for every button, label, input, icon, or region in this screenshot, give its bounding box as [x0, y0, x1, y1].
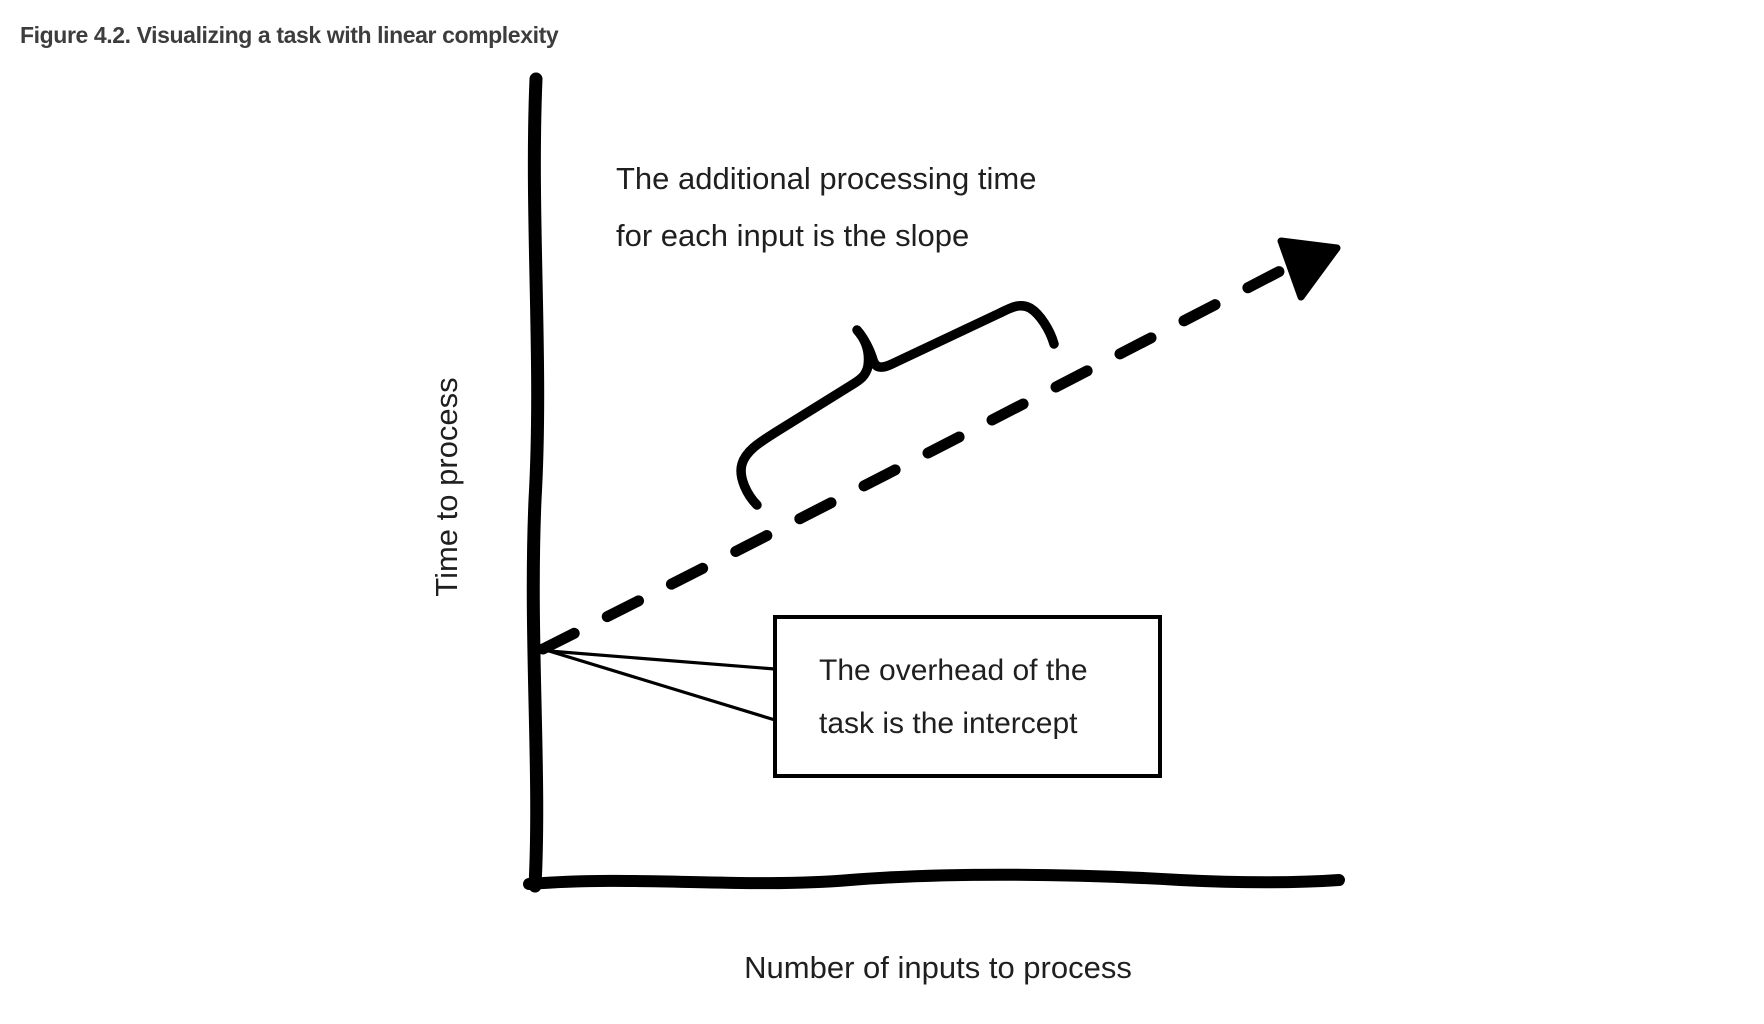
callout-connector-line-bottom — [547, 649, 777, 722]
slope-annotation-line1: The additional processing time — [616, 161, 1037, 196]
trend-line-dashed — [537, 263, 1290, 655]
x-axis-line — [523, 868, 1345, 890]
x-axis-label: Number of inputs to process — [744, 950, 1132, 985]
slope-annotation-line2: for each input is the slope — [616, 218, 970, 253]
intercept-callout-line1: The overhead of the — [819, 653, 1088, 687]
y-axis-label: Time to process — [429, 377, 464, 597]
intercept-callout-box: The overhead of the task is the intercep… — [773, 615, 1162, 778]
callout-connector-line-top — [547, 649, 777, 671]
intercept-callout-line2: task is the intercept — [819, 706, 1078, 740]
figure-caption: Figure 4.2. Visualizing a task with line… — [20, 22, 559, 48]
arrowhead-icon — [1277, 237, 1341, 301]
slope-brace — [736, 301, 1059, 510]
slope-annotation: The additional processing time for each … — [616, 150, 1036, 264]
y-axis-line — [526, 72, 545, 893]
